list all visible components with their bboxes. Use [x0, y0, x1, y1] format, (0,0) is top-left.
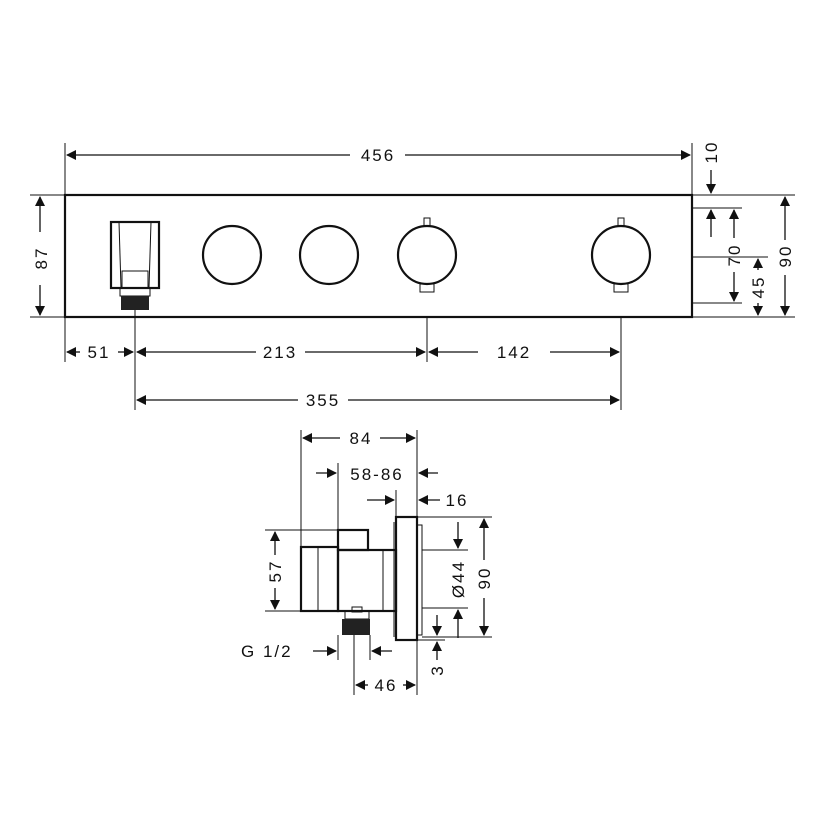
front-view: 456 87 51 213 142 355 — [30, 141, 795, 410]
knob-1-icon — [396, 217, 458, 293]
dim-bottom-offset: 3 — [428, 664, 447, 675]
dim-outlet-offset: 46 — [375, 676, 398, 695]
button-1-icon — [201, 224, 263, 286]
dim-install-depth: 58-86 — [350, 465, 403, 484]
dim-thread: G 1/2 — [241, 642, 293, 661]
dim-knob-diameter: Ø44 — [449, 560, 468, 598]
knob-2-icon — [590, 217, 652, 293]
dim-span-total: 355 — [306, 391, 340, 410]
dim-plate-thickness: 16 — [446, 491, 469, 510]
hose-outlet-icon — [109, 220, 161, 310]
dim-spacing-right: 142 — [497, 343, 531, 362]
dim-overall-width: 456 — [361, 146, 395, 165]
cover-plate-icon — [393, 515, 423, 642]
dim-control-center: 45 — [749, 276, 768, 299]
dim-overall-height: 87 — [32, 247, 51, 270]
button-2-icon — [298, 224, 360, 286]
dim-depth-total: 84 — [350, 429, 373, 448]
valve-body-icon — [299, 528, 398, 635]
dim-body-height: 57 — [266, 560, 285, 583]
side-view: 84 58-86 16 57 Ø44 90 3 G 1/2 46 — [241, 429, 494, 695]
dim-offset-left: 51 — [88, 343, 111, 362]
dim-panel-height: 90 — [776, 245, 795, 268]
dim-plate-height: 90 — [475, 567, 494, 590]
dim-spacing-middle: 213 — [263, 343, 297, 362]
dim-top-offset: 10 — [702, 141, 721, 164]
dim-control-height: 70 — [725, 244, 744, 267]
panel-outline — [63, 193, 694, 319]
